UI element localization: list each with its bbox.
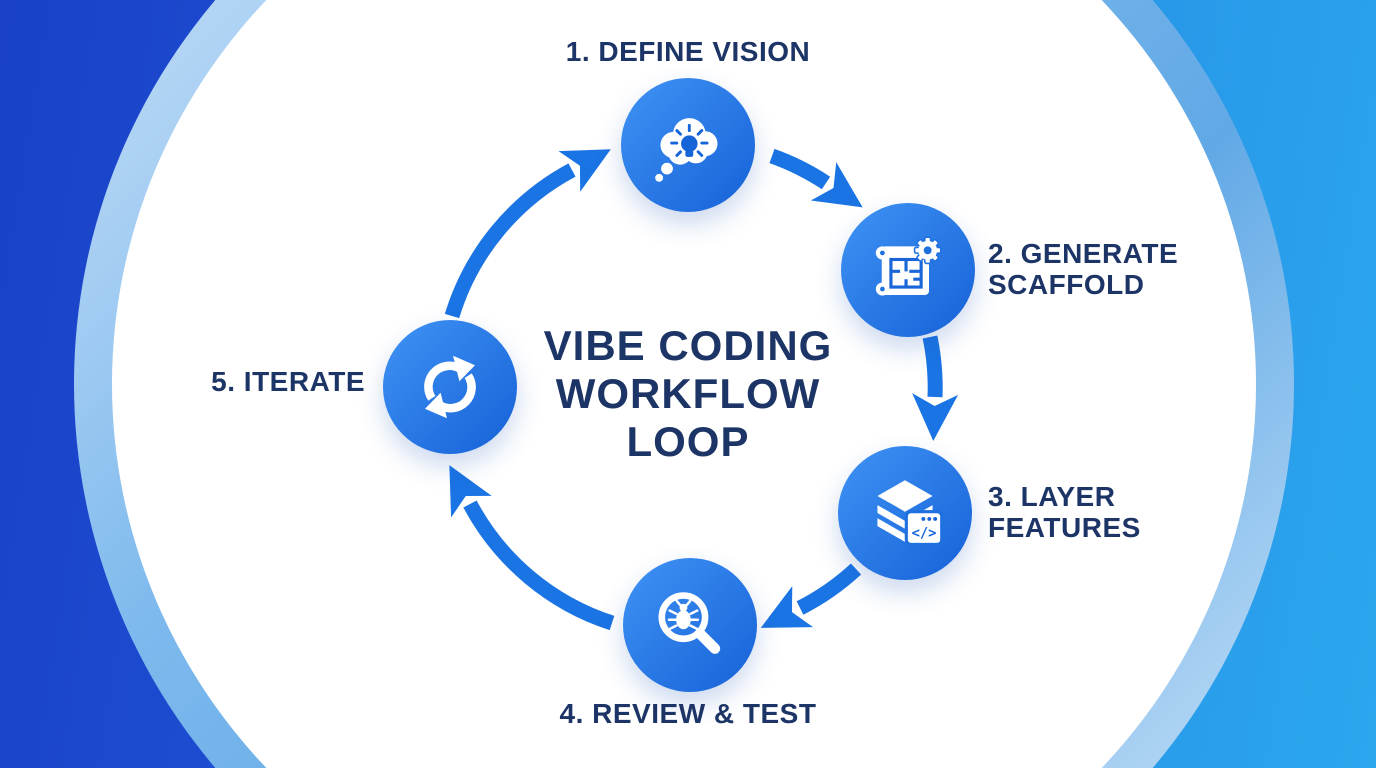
step-node-layer-features: </> (838, 446, 972, 580)
connector-arc-3-4 (760, 563, 862, 628)
diagram-title-line: VIBE CODING (543, 322, 833, 369)
step-label-line: 4. REVIEW & TEST (559, 698, 817, 729)
connector-arc-4-5 (449, 465, 615, 631)
step-label-line: FEATURES (988, 512, 1141, 543)
step-label-line: 3. LAYER (988, 481, 1116, 512)
diagram-title-line: LOOP (626, 418, 750, 465)
diagram-title-line: WORKFLOW (555, 370, 821, 417)
step-label-line: SCAFFOLD (988, 269, 1145, 300)
step-label-line: 2. GENERATE (988, 238, 1179, 269)
diagram-title: VIBE CODING WORKFLOW LOOP (438, 322, 938, 466)
step-node-generate-scaffold (841, 203, 975, 337)
connector-arc-1-2 (769, 148, 863, 208)
thought-cloud-lightbulb-icon (655, 118, 718, 182)
step-label-line: 1. DEFINE VISION (565, 36, 811, 67)
step-label-line: 5. ITERATE (211, 366, 365, 397)
step-label-iterate: 5. ITERATE (115, 366, 365, 397)
step-label-review-test: 4. REVIEW & TEST (438, 698, 938, 729)
step-label-generate-scaffold: 2. GENERATE SCAFFOLD (988, 238, 1288, 300)
step-label-define-vision: 1. DEFINE VISION (438, 36, 938, 67)
step-label-layer-features: 3. LAYER FEATURES (988, 481, 1288, 543)
step-node-define-vision (621, 78, 755, 212)
connector-arc-5-1 (444, 149, 611, 319)
connector-arc-2-3 (912, 335, 959, 441)
sync-arrows-icon (424, 355, 476, 419)
step-node-review-test (623, 558, 757, 692)
blueprint-gear-icon (875, 236, 942, 296)
magnifier-bug-icon (658, 592, 721, 654)
layers-code-window-icon: </> (877, 480, 944, 547)
step-node-iterate (383, 320, 517, 454)
code-glyph: </> (912, 525, 937, 541)
